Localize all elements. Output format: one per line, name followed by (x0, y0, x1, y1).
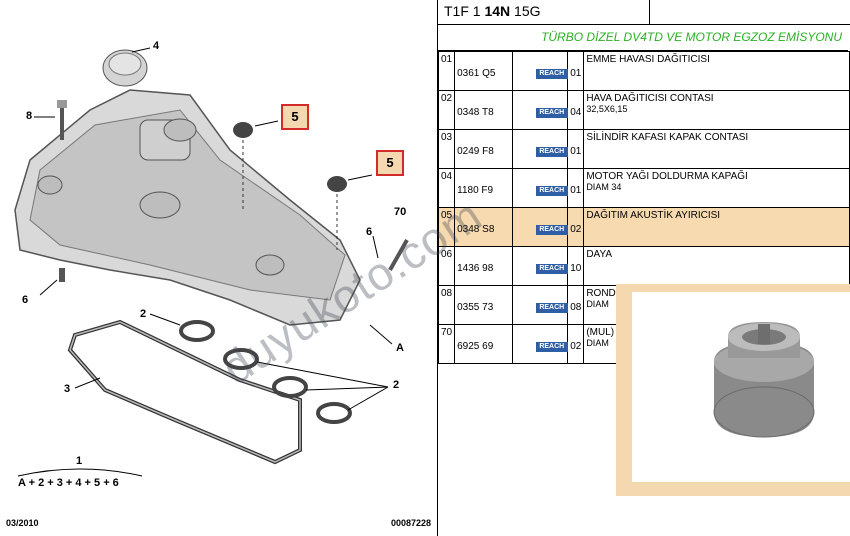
callout-5-highlight: 5 (281, 104, 309, 130)
part-spec: 32,5X6,15 (586, 104, 628, 114)
part-spec: DIAM 34 (586, 182, 622, 192)
part-reference: 1436 98 (454, 246, 513, 286)
acoustic-insulator-image (713, 322, 815, 438)
catalog-code: T1F 1 14N 15G (444, 3, 541, 19)
callout-4: 4 (153, 40, 160, 52)
reach-cell: REACH (511, 285, 569, 325)
part-position: 05 (437, 207, 456, 247)
part-quantity: 01 (567, 51, 585, 91)
part-quantity: 10 (567, 246, 585, 286)
reach-cell: REACH (511, 324, 569, 364)
part-description: DAYA (583, 246, 850, 286)
code-suffix: 15G (510, 3, 541, 19)
part-quantity: 08 (567, 285, 585, 325)
part-position: 70 (437, 324, 456, 364)
part-quantity: 04 (567, 90, 585, 130)
part-description: DAĞITIM AKUSTİK AYIRICISI (583, 207, 850, 247)
reach-badge: REACH (535, 186, 568, 196)
section-subtitle: TÜRBO DİZEL DV4TD VE MOTOR EGZOZ EMİSYON… (438, 24, 848, 51)
part-name: HAVA DAĞITICISI CONTASI (586, 93, 714, 104)
part-quantity: 02 (567, 207, 585, 247)
reach-badge: REACH (535, 69, 568, 79)
reach-badge: REACH (535, 225, 568, 235)
part-photo (632, 292, 850, 482)
section-subtitle-text: TÜRBO DİZEL DV4TD VE MOTOR EGZOZ EMİSYON… (541, 30, 842, 44)
reach-badge: REACH (535, 303, 568, 313)
part-name: DAĞITIM AKUSTİK AYIRICISI (586, 210, 721, 221)
reach-cell: REACH (511, 129, 569, 169)
part-position: 02 (437, 90, 456, 130)
part-quantity: 01 (567, 168, 585, 208)
callout-5-highlight: 5 (376, 150, 404, 176)
engine-cover-illustration (14, 47, 409, 477)
reach-cell: REACH (511, 168, 569, 208)
reach-cell: REACH (511, 207, 569, 247)
part-name: SİLİNDİR KAFASI KAPAK CONTASI (586, 132, 749, 143)
reach-cell: REACH (511, 90, 569, 130)
part-reference: 1180 F9 (454, 168, 513, 208)
part-reference: 0249 F8 (454, 129, 513, 169)
callout-8: 8 (26, 110, 33, 122)
part-spec: DIAM (586, 299, 609, 309)
code-bold: 14N (484, 3, 511, 19)
code-prefix: T1F 1 (444, 3, 485, 19)
part-description: SİLİNDİR KAFASI KAPAK CONTASI (583, 129, 850, 169)
reach-cell: REACH (511, 246, 569, 286)
reach-badge: REACH (535, 264, 568, 274)
header-divider (649, 0, 650, 24)
callout-2: 2 (140, 308, 147, 320)
part-position: 03 (437, 129, 456, 169)
part-name: (MUL) (586, 327, 615, 338)
callout-6: 6 (366, 226, 373, 238)
part-position: 08 (437, 285, 456, 325)
parts-list-panel: T1F 1 14N 15G TÜRBO DİZEL DV4TD VE MOTOR… (213, 0, 850, 536)
assembly-number: 1 (76, 455, 83, 467)
reach-badge: REACH (535, 147, 568, 157)
part-reference: 0361 Q5 (454, 51, 513, 91)
assembly-formula: A + 2 + 3 + 4 + 5 + 6 (18, 477, 119, 489)
part-name: EMME HAVASI DAĞITICISI (586, 54, 710, 65)
exploded-diagram-panel: 4 8 5 5 70 6 6 2 3 A 2 1 A + 2 + 3 + 4 +… (6, 0, 438, 536)
reach-badge: REACH (535, 108, 568, 118)
callout-a: A (396, 342, 404, 354)
part-spec: DIAM (586, 338, 609, 348)
diagram-date: 03/2010 (6, 518, 39, 528)
part-quantity: 02 (567, 324, 585, 364)
part-name: DAYA (586, 249, 613, 260)
part-name: MOTOR YAĞI DOLDURMA KAPAĞI (586, 171, 748, 182)
catalog-header: T1F 1 14N 15G (438, 0, 850, 25)
part-quantity: 01 (567, 129, 585, 169)
callout-70: 70 (394, 206, 407, 218)
callout-2: 2 (393, 379, 400, 391)
reach-cell: REACH (511, 51, 569, 91)
part-reference: 0355 73 (454, 285, 513, 325)
diagram-reference: 00087228 (390, 518, 431, 528)
reach-badge: REACH (535, 342, 568, 352)
part-reference: 6925 69 (454, 324, 513, 364)
callout-6: 6 (22, 294, 29, 306)
part-description: EMME HAVASI DAĞITICISI (583, 51, 850, 91)
callout-3: 3 (64, 383, 71, 395)
part-name: ROND (586, 288, 616, 299)
part-position: 01 (437, 51, 456, 91)
part-reference: 0348 T8 (454, 90, 513, 130)
